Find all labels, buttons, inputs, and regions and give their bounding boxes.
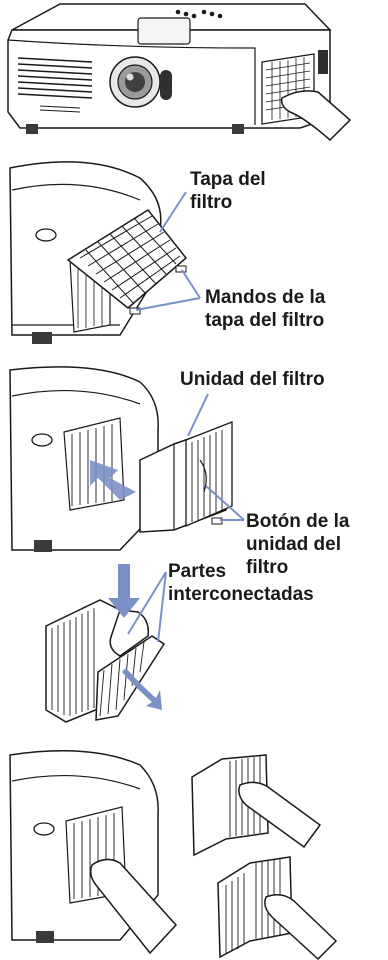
press-down-arrow-icon (108, 564, 140, 618)
callout-line (187, 393, 209, 437)
callout-line (127, 571, 167, 635)
cleaning-illustration (9, 750, 338, 960)
hand-icon (264, 894, 338, 960)
filter-unit-illustration (9, 366, 245, 552)
panel-projector-overview (0, 0, 388, 145)
callout-line (205, 485, 245, 521)
panel-cleaning (0, 725, 388, 960)
filter-cover-illustration (9, 161, 201, 344)
lamp-cover-shape (137, 17, 191, 45)
swing-arrow-icon (122, 668, 162, 710)
callout-line (157, 571, 167, 643)
cover-knob-shape (129, 307, 141, 315)
pull-arrow-icon (90, 460, 136, 500)
hand-icon (238, 781, 322, 849)
callout-line (159, 191, 187, 233)
cover-knob-shape (175, 265, 187, 273)
hand-icon (89, 858, 178, 955)
hand-icon (280, 90, 352, 142)
callout-line (181, 269, 201, 299)
sensor-shape (160, 70, 172, 100)
label-filter-unit: Unidad del filtro (180, 369, 325, 390)
opened-filter-cover-shape (66, 209, 188, 309)
callout-line (135, 297, 201, 311)
projector-illustration (7, 3, 352, 142)
interlocked-parts-illustration (45, 564, 167, 723)
